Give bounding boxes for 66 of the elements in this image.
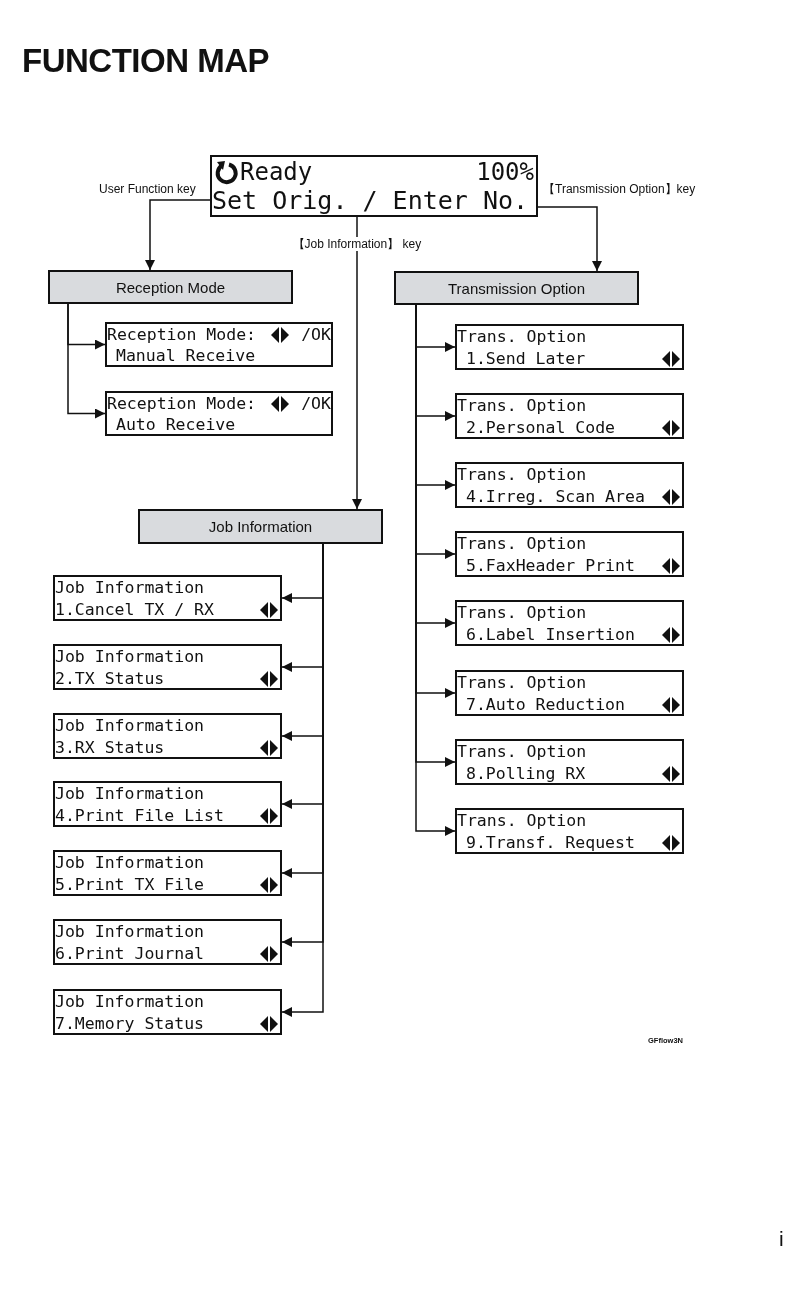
display-screen xyxy=(455,531,684,577)
display-screen xyxy=(53,713,282,759)
display-text: 3.RX Status xyxy=(55,740,165,757)
display-text: Trans. Option xyxy=(457,398,587,415)
display-screen xyxy=(53,644,282,690)
display-text: Reception Mode: xyxy=(107,396,256,413)
display-panel xyxy=(210,155,538,217)
display-text: 8.Polling RX xyxy=(466,766,586,783)
display-text: Trans. Option xyxy=(457,467,587,484)
menu-header-box: Reception Mode xyxy=(48,270,293,304)
display-text: 1.Cancel TX / RX xyxy=(55,602,214,619)
display-text: Manual Receive xyxy=(116,348,256,365)
display-text: Job Information xyxy=(55,994,204,1011)
percentage-text: 100% xyxy=(476,160,534,184)
display-text: 7.Auto Reduction xyxy=(466,697,625,714)
display-screen xyxy=(53,781,282,827)
display-text: Reception Mode: xyxy=(107,327,256,344)
display-text: Job Information xyxy=(55,649,204,666)
display-screen xyxy=(105,322,333,367)
display-text: 1.Send Later xyxy=(466,351,586,368)
display-screen xyxy=(455,462,684,508)
page-title: FUNCTION MAP xyxy=(22,42,269,80)
edge-label: User Function key xyxy=(99,182,196,197)
display-text: Job Information xyxy=(55,924,204,941)
display-text: Job Information xyxy=(55,580,204,597)
menu-header-box: Job Information xyxy=(138,509,383,544)
display-text: 7.Memory Status xyxy=(55,1016,204,1033)
display-text: Trans. Option xyxy=(457,675,587,692)
display-text: 5.Print TX File xyxy=(55,877,204,894)
display-screen xyxy=(455,808,684,854)
display-text: Trans. Option xyxy=(457,813,587,830)
display-screen xyxy=(53,850,282,896)
display-screen xyxy=(53,919,282,965)
display-text: Trans. Option xyxy=(457,605,587,622)
arrow xyxy=(145,199,211,271)
display-text: 2.Personal Code xyxy=(466,420,615,437)
display-screen xyxy=(53,575,282,621)
display-text: Auto Receive xyxy=(116,417,236,434)
arrow xyxy=(67,303,106,419)
arrow xyxy=(537,206,602,272)
status-text: Ready xyxy=(240,160,313,184)
arrow xyxy=(352,216,362,510)
display-text: Trans. Option xyxy=(457,536,587,553)
display-text: 4.Print File List xyxy=(55,808,224,825)
display-text: 9.Transf. Request xyxy=(466,835,635,852)
display-text: 4.Irreg. Scan Area xyxy=(466,489,645,506)
display-text: Job Information xyxy=(55,718,204,735)
display-text: Set Orig. / Enter No. xyxy=(212,188,529,213)
menu-header-box: Transmission Option xyxy=(394,271,639,305)
display-text: /OK xyxy=(301,327,331,344)
display-screen xyxy=(455,393,684,439)
display-screen xyxy=(455,739,684,785)
display-screen xyxy=(53,989,282,1035)
display-text: Job Information xyxy=(55,786,204,803)
display-text: 6.Print Journal xyxy=(55,946,204,963)
display-screen xyxy=(105,391,333,436)
display-screen xyxy=(455,670,684,716)
display-screen xyxy=(455,324,684,370)
display-text: /OK xyxy=(301,396,331,413)
display-text: Trans. Option xyxy=(457,744,587,761)
display-text: 6.Label Insertion xyxy=(466,627,635,644)
display-text: 2.TX Status xyxy=(55,671,165,688)
display-text: 5.FaxHeader Print xyxy=(466,558,635,575)
display-text: Job Information xyxy=(55,855,204,872)
display-screen xyxy=(455,600,684,646)
display-text: Trans. Option xyxy=(457,329,587,346)
